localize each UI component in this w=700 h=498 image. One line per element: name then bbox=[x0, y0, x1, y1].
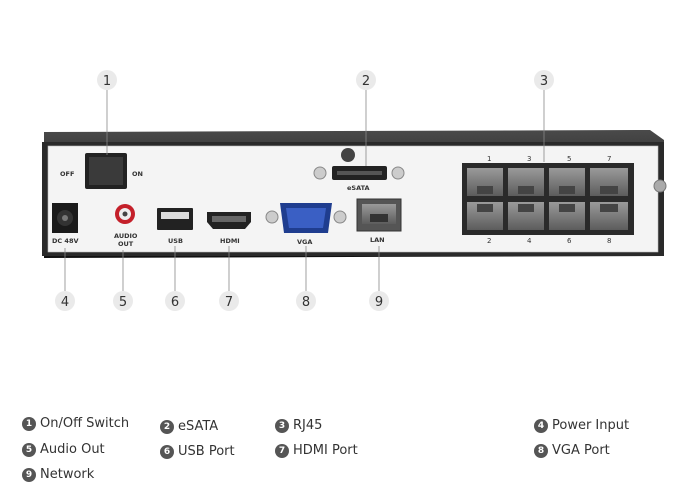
rj45-num-7: 7 bbox=[607, 155, 611, 163]
rj45-num-8: 8 bbox=[607, 237, 611, 245]
rj45-num-2: 2 bbox=[487, 237, 491, 245]
leader-lines bbox=[64, 90, 545, 291]
legend-item: 2 eSATA bbox=[160, 419, 218, 434]
svg-text:9: 9 bbox=[375, 295, 383, 310]
callout-1: 1 bbox=[97, 70, 117, 90]
hdmi-label: HDMI bbox=[220, 237, 240, 245]
esata-label: eSATA bbox=[347, 184, 370, 192]
legend-label: eSATA bbox=[178, 419, 219, 434]
callout-5: 5 bbox=[113, 291, 133, 311]
legend-item: 8 VGA Port bbox=[534, 443, 610, 458]
legend-item: 3 RJ45 bbox=[275, 418, 322, 433]
callout-4: 4 bbox=[55, 291, 75, 311]
esata-port: eSATA bbox=[313, 148, 405, 192]
callout-9: 9 bbox=[369, 291, 389, 311]
legend-item: 5 Audio Out bbox=[22, 442, 105, 457]
legend-item: 9 Network bbox=[22, 467, 94, 482]
svg-text:3: 3 bbox=[540, 74, 548, 89]
callout-8: 8 bbox=[296, 291, 316, 311]
usb-label: USB bbox=[168, 237, 183, 245]
callouts: 1 2 3 4 5 6 7 8 9 bbox=[55, 70, 554, 311]
hdmi-port: HDMI bbox=[207, 212, 251, 245]
legend-label: HDMI Port bbox=[293, 443, 358, 458]
legend-badge: 8 bbox=[534, 443, 548, 458]
usb-port: USB bbox=[157, 208, 193, 245]
power-switch: OFF ON bbox=[60, 153, 143, 189]
rj45-num-1: 1 bbox=[487, 155, 491, 163]
legend-label: Power Input bbox=[552, 418, 630, 433]
svg-text:7: 7 bbox=[225, 295, 233, 310]
svg-text:1: 1 bbox=[103, 74, 111, 89]
callout-2: 2 bbox=[356, 70, 376, 90]
rj45-num-6: 6 bbox=[567, 237, 572, 245]
audio-out-label: OUT bbox=[118, 240, 134, 248]
callout-6: 6 bbox=[165, 291, 185, 311]
legend-item: 6 USB Port bbox=[160, 444, 235, 459]
legend-badge: 9 bbox=[22, 467, 36, 482]
svg-text:4: 4 bbox=[61, 295, 69, 310]
legend-label: Network bbox=[40, 467, 95, 482]
lan-label: LAN bbox=[370, 236, 385, 244]
switch-off-label: OFF bbox=[60, 170, 74, 178]
callout-3: 3 bbox=[534, 70, 554, 90]
svg-text:5: 5 bbox=[119, 295, 127, 310]
callout-7: 7 bbox=[219, 291, 239, 311]
rj45-num-5: 5 bbox=[567, 155, 571, 163]
audio-label: AUDIO bbox=[114, 232, 138, 240]
dc-label: DC 48V bbox=[52, 237, 79, 245]
svg-text:8: 8 bbox=[302, 295, 310, 310]
legend-label: VGA Port bbox=[552, 443, 610, 458]
legend-label: USB Port bbox=[178, 444, 235, 459]
rj45-port-block: 1 3 5 7 2 4 6 8 bbox=[462, 155, 634, 245]
vga-port: VGA bbox=[265, 203, 347, 246]
switch-on-label: ON bbox=[132, 170, 143, 178]
legend-label: RJ45 bbox=[293, 418, 323, 433]
rj45-num-3: 3 bbox=[527, 155, 531, 163]
legend-item: 4 Power Input bbox=[534, 418, 629, 433]
nvr-rear-panel-diagram: OFF ON eSATA DC 48V AUDIO OUT USB HDMI bbox=[42, 70, 667, 311]
legend-label: Audio Out bbox=[40, 442, 105, 457]
legend-badge: 7 bbox=[275, 443, 289, 458]
legend-badge: 5 bbox=[22, 442, 36, 457]
lan-port: LAN bbox=[356, 198, 402, 244]
legend-badge: 3 bbox=[275, 418, 289, 433]
legend-badge: 2 bbox=[160, 419, 174, 434]
audio-out-port: AUDIO OUT bbox=[114, 204, 138, 248]
dc-power-jack: DC 48V bbox=[52, 203, 79, 245]
legend-badge: 1 bbox=[22, 416, 36, 431]
legend-item: 7 HDMI Port bbox=[275, 443, 358, 458]
rj45-num-4: 4 bbox=[527, 237, 532, 245]
vga-label: VGA bbox=[297, 238, 312, 246]
side-screw bbox=[653, 179, 667, 193]
legend-item: 1 On/Off Switch bbox=[22, 416, 129, 431]
legend-label: On/Off Switch bbox=[40, 416, 130, 431]
chassis bbox=[42, 130, 667, 258]
svg-text:6: 6 bbox=[171, 295, 179, 310]
legend-badge: 4 bbox=[534, 418, 548, 433]
svg-text:2: 2 bbox=[362, 74, 370, 89]
legend-badge: 6 bbox=[160, 444, 174, 459]
